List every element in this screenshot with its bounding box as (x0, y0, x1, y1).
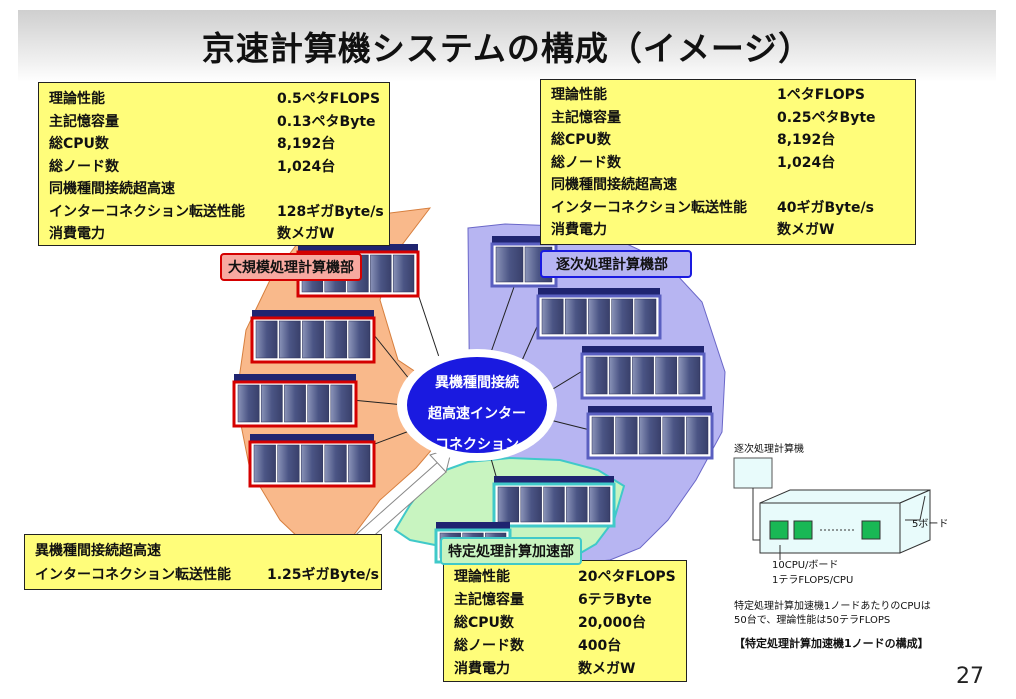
vector-spec-value: 0.13ペタByte (277, 113, 376, 130)
accelerator-spec-label: 総ノード数 (454, 638, 524, 654)
vector-rack (250, 310, 376, 364)
hub-label-line2: 超高速インター (428, 406, 526, 422)
accelerator-spec-label: 主記憶容量 (454, 592, 524, 608)
vector-tag: 大規模処理計算機部 (220, 253, 362, 281)
hub-label-line3: コネクション (435, 437, 519, 453)
vector-spec-label: 主記憶容量 (49, 113, 119, 130)
scalar-spec-value: 0.25ペタByte (777, 109, 876, 126)
node-figure-note-line1: 特定処理計算加速機1ノードあたりのCPUは (734, 601, 931, 612)
cpu-board-3 (861, 520, 881, 540)
scalar-tag: 逐次処理計算機部 (540, 250, 692, 278)
accelerator-spec-value: 400台 (578, 638, 622, 654)
vector-spec-label: 同機種間接続超高速 (49, 181, 175, 197)
page-title: 京速計算機システムの構成（イメージ） (201, 29, 813, 68)
scalar-spec-value: 1,024台 (777, 154, 836, 171)
interconnect-spec-label: インターコネクション転送性能 (35, 567, 231, 583)
vector-spec-label: 総ノード数 (49, 158, 119, 175)
node-figure-caption: 【特定処理計算加速機1ノードの構成】 (734, 637, 929, 650)
vector-spec-label: インターコネクション転送性能 (49, 203, 245, 220)
node-figure-small-box (733, 457, 773, 489)
cpu-board-2 (793, 520, 813, 540)
node-figure (733, 457, 931, 560)
accelerator-tag: 特定処理計算加速部 (440, 537, 582, 565)
cpu-board-1 (769, 520, 789, 540)
vector-spec-value: 0.5ペタFLOPS (277, 91, 381, 107)
hub-core (407, 357, 547, 453)
accelerator-spec-value: 数メガW (578, 661, 636, 677)
vector-spec-value: 1,024台 (277, 158, 336, 175)
node-figure-boards: 5ボード (912, 519, 949, 530)
accelerator-spec-box: 理論性能 20ペタFLOPS 主記憶容量 6テラByte 総CPU数 20,000台総ノー… (443, 560, 687, 682)
scalar-racks (490, 236, 714, 460)
scalar-spec-value: 40ギガByte/s (777, 199, 874, 216)
scalar-spec-value: 1ペタFLOPS (777, 87, 865, 103)
interconnect-spec-value: 1.25ギガByte/s (267, 567, 379, 583)
vector-spec-value: 8,192台 (277, 136, 336, 152)
accelerator-spec-label: 消費電力 (454, 661, 510, 677)
vector-spec-label: 消費電力 (49, 226, 105, 242)
accelerator-spec-label: 理論性能 (454, 569, 510, 585)
scalar-rack (586, 406, 714, 460)
node-figure-caption-top: 逐次処理計算機 (734, 444, 804, 455)
node-figure-note-line2: 50台で、理論性能は50テラFLOPS (734, 615, 891, 626)
accelerator-spec-value: 6テラByte (578, 592, 652, 608)
accelerator-spec-label: 総CPU数 (454, 615, 514, 631)
scalar-spec-label: 主記憶容量 (551, 109, 621, 126)
node-figure-flops-per-cpu: 1テラFLOPS/CPU (772, 575, 854, 586)
vector-rack (232, 374, 358, 428)
vector-rack (248, 434, 376, 488)
page-number: 27 (956, 664, 984, 689)
scalar-spec-label: 消費電力 (551, 222, 607, 238)
accelerator-rack (492, 476, 616, 528)
scalar-spec-value: 8,192台 (777, 132, 836, 148)
scalar-spec-value: 数メガW (777, 222, 835, 238)
scalar-rack (580, 346, 706, 400)
scalar-spec-box: 理論性能 1ペタFLOPS 主記憶容量 0.25ペタByte 総CPU数 8,192台総ノ… (540, 79, 916, 245)
scalar-spec-label: 同機種間接続超高速 (551, 177, 677, 193)
scalar-spec-label: 総CPU数 (551, 132, 611, 148)
accelerator-spec-value: 20ペタFLOPS (578, 569, 676, 585)
scalar-spec-label: インターコネクション転送性能 (551, 199, 747, 216)
vector-spec-value: 128ギガByte/s (277, 203, 384, 220)
vector-spec-box: 理論性能 0.5ペタFLOPS 主記憶容量 0.13ペタByte 総CPU数 8,192台… (38, 82, 390, 246)
interconnect-spec-box: 異機種間接続超高速インターコネクション転送性能 1.25ギガByte/s (24, 534, 382, 590)
node-figure-cpu-per-board: 10CPU/ボード (772, 560, 839, 571)
interconnect-spec-label: 異機種間接続超高速 (35, 543, 161, 559)
scalar-spec-label: 理論性能 (551, 87, 607, 103)
scalar-spec-label: 総ノード数 (551, 154, 621, 171)
vector-spec-value: 数メガW (277, 226, 335, 242)
vector-spec-label: 総CPU数 (49, 136, 109, 152)
title-bar: 京速計算機システムの構成（イメージ） (18, 10, 996, 82)
scalar-rack (536, 288, 662, 340)
vector-spec-label: 理論性能 (49, 91, 105, 107)
accelerator-spec-value: 20,000台 (578, 615, 647, 631)
hub-label-line1: 異機種間接続 (435, 375, 519, 391)
